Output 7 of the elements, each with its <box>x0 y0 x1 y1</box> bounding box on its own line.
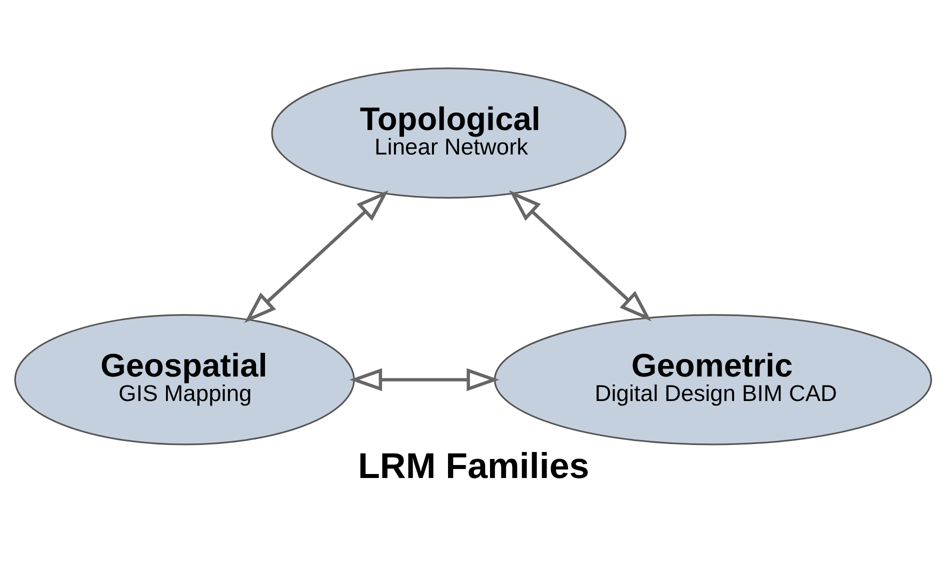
diagram-title: LRM Families <box>358 446 590 486</box>
node-ellipse: Geospatial GIS Mapping <box>14 314 355 446</box>
arrow <box>244 190 388 324</box>
node-ellipse: Topological Linear Network <box>271 68 626 199</box>
node-ellipse: Geometric Digital Design BIM CAD <box>494 314 932 446</box>
arrow <box>349 368 500 392</box>
arrow <box>509 190 652 322</box>
